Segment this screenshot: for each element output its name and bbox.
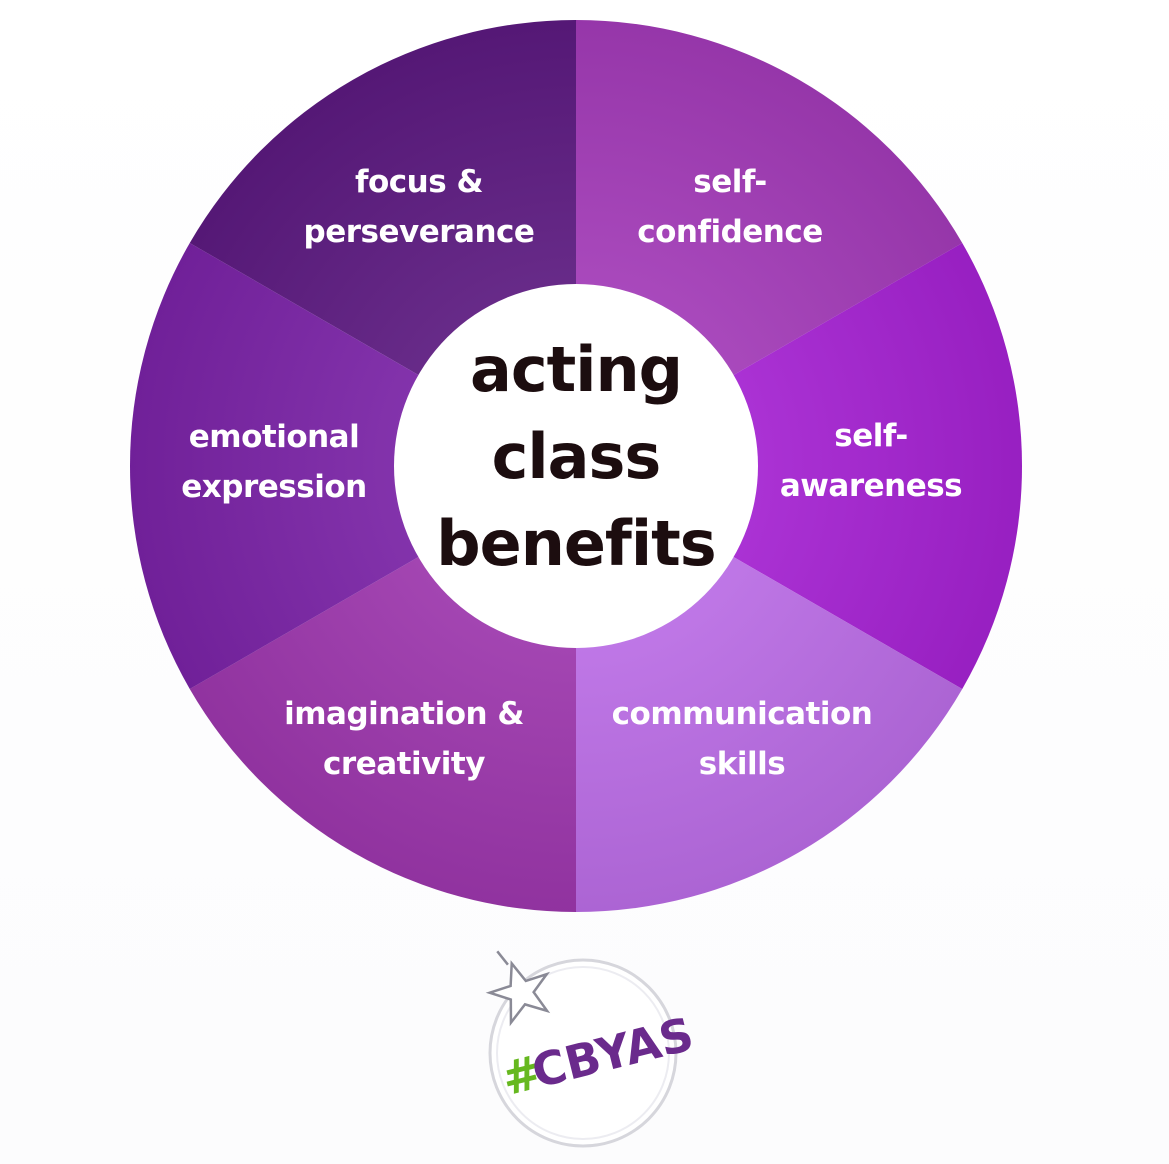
segment-label-confidence-line-1: self- — [693, 164, 766, 200]
center-line-1: acting — [470, 333, 682, 406]
cbyas-logo: # CBYAS — [485, 950, 699, 1148]
segment-label-focus-line-2: perseverance — [304, 214, 535, 250]
segment-label-emotional-line-2: expression — [181, 469, 366, 505]
segment-label-emotional-line-1: emotional — [189, 419, 359, 455]
segment-label-confidence-line-2: confidence — [637, 214, 823, 250]
segment-label-imagination-line-2: creativity — [323, 746, 485, 782]
center-circle — [394, 284, 758, 648]
center-line-3: benefits — [436, 507, 715, 580]
segment-label-communication-line-2: skills — [699, 746, 785, 782]
segment-label-focus-line-1: focus & — [355, 164, 483, 200]
center-line-2: class — [492, 420, 661, 493]
segment-label-awareness-line-1: self- — [834, 418, 907, 454]
segment-label-communication-line-1: communication — [612, 696, 873, 732]
segment-label-imagination-line-1: imagination & — [284, 696, 524, 732]
segment-label-awareness-line-2: awareness — [780, 468, 962, 504]
star-icon — [485, 950, 551, 1027]
